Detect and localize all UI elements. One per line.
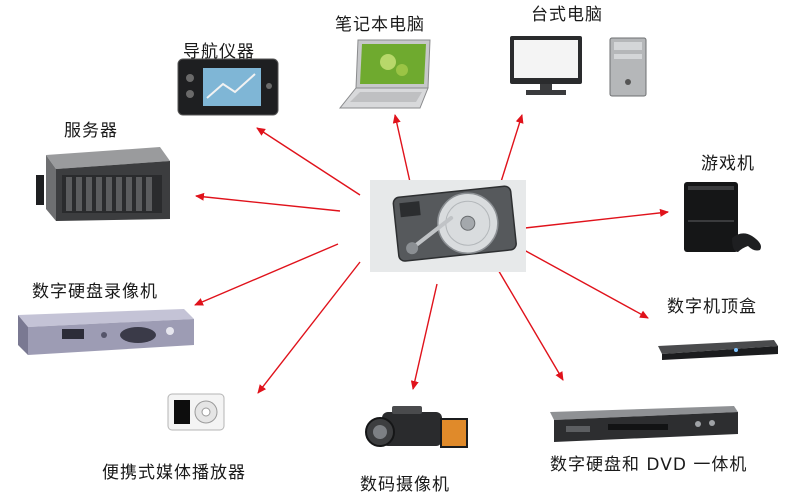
device-label-settop: 数字机顶盒 — [667, 297, 757, 317]
arrow-to-game-console — [524, 208, 669, 229]
arrow-to-dvd-combo — [496, 267, 564, 381]
laptop-icon — [338, 38, 434, 110]
device-label-media-player: 便携式媒体播放器 — [102, 463, 246, 483]
set-top-box-icon — [656, 336, 780, 362]
arrow-to-desktop — [499, 114, 524, 186]
device-label-desktop: 台式电脑 — [531, 5, 603, 25]
arrow-to-laptop — [392, 114, 411, 183]
arrow-to-navigator — [256, 127, 361, 196]
device-label-camcorder: 数码摄像机 — [360, 475, 450, 495]
arrow-to-media-player — [257, 261, 361, 394]
gps-navigator-icon — [177, 58, 279, 116]
hard-disk-drive-icon — [370, 180, 526, 272]
device-label-dvd-combo: 数字硬盘和 DVD 一体机 — [550, 455, 748, 475]
game-console-icon — [680, 180, 766, 254]
arrow-to-server — [195, 192, 341, 212]
device-label-dvr: 数字硬盘录像机 — [32, 282, 158, 302]
media-player-icon — [164, 392, 232, 432]
arrow-to-camcorder — [410, 283, 438, 390]
server-icon — [36, 145, 172, 223]
device-label-navigator: 导航仪器 — [183, 42, 255, 62]
desktop-computer-icon — [508, 34, 650, 98]
dvr-icon — [14, 305, 196, 359]
dvd-recorder-icon — [548, 404, 740, 444]
device-label-laptop: 笔记本电脑 — [335, 15, 425, 35]
camcorder-icon — [362, 404, 470, 456]
arrow-to-settop — [523, 249, 649, 319]
device-label-server: 服务器 — [64, 121, 118, 141]
arrow-to-dvr — [194, 243, 339, 306]
device-label-game-console: 游戏机 — [701, 154, 755, 174]
